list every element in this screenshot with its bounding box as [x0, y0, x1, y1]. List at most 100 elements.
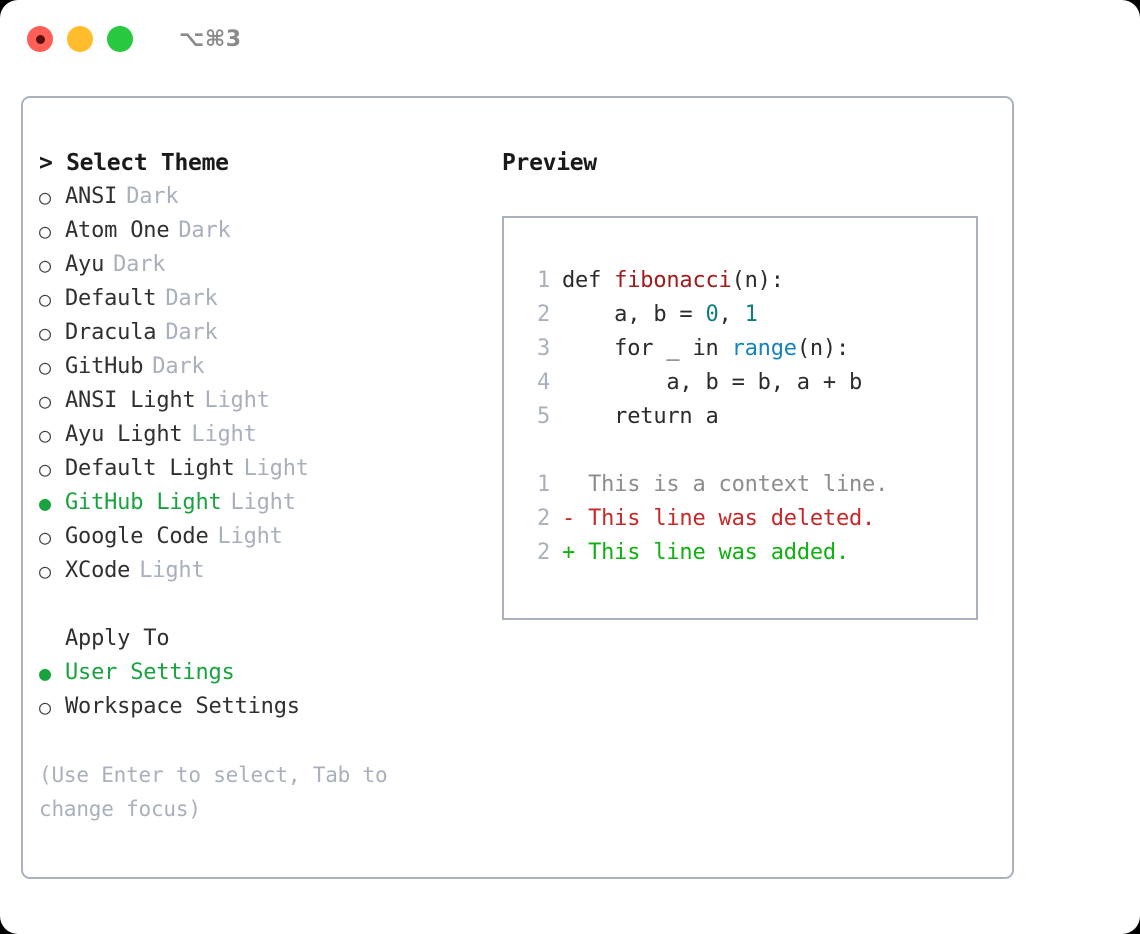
radio-selected-icon: ● — [39, 491, 51, 515]
diff-marker — [562, 472, 575, 497]
diff-text: This is a context line. — [575, 472, 889, 497]
keyboard-shortcut-label: ⌥⌘3 — [179, 26, 242, 52]
maximize-button[interactable] — [107, 26, 133, 52]
code-line: 2 a, b = 0, 1 — [522, 298, 970, 332]
line-number: 5 — [536, 404, 550, 429]
radio-unselected-icon: ○ — [39, 525, 51, 549]
code-line: 5 return a — [522, 400, 970, 434]
code-token: fibonacci — [614, 268, 732, 293]
preview-title: Preview — [502, 150, 597, 176]
theme-option[interactable]: ○ Default Light Light — [39, 452, 479, 486]
apply-to-option[interactable]: ○ Workspace Settings — [39, 690, 479, 724]
theme-option[interactable]: ● GitHub Light Light — [39, 486, 479, 520]
theme-option-label: ANSI Light — [65, 388, 196, 413]
theme-option[interactable]: ○ GitHub Dark — [39, 350, 479, 384]
apply-to-option[interactable]: ●User Settings — [39, 656, 479, 690]
theme-option-label: Dracula — [65, 320, 157, 345]
theme-option-label: Atom One — [65, 218, 170, 243]
radio-unselected-icon: ○ — [39, 287, 51, 311]
window-controls — [27, 26, 133, 52]
radio-unselected-icon: ○ — [39, 321, 51, 345]
theme-option-tag: Dark — [165, 286, 218, 311]
code-token: 1 — [744, 302, 758, 327]
radio-unselected-icon: ○ — [39, 423, 51, 447]
code-token: a, b = b, a + b — [562, 370, 863, 395]
theme-option[interactable]: ○ Ayu Light Light — [39, 418, 479, 452]
theme-option-tag: Light — [243, 456, 309, 481]
theme-option-tag: Dark — [165, 320, 218, 345]
line-number: 4 — [536, 370, 550, 395]
radio-unselected-icon: ○ — [39, 355, 51, 379]
code-gap — [522, 434, 970, 468]
theme-option-label: GitHub Light — [65, 490, 222, 515]
title-bar: ⌥⌘3 — [0, 0, 1140, 78]
theme-option-tag: Light — [230, 490, 296, 515]
line-number: 2 — [536, 506, 550, 531]
theme-option-label: XCode — [65, 558, 131, 583]
theme-option-tag: Light — [204, 388, 270, 413]
radio-unselected-icon: ○ — [39, 185, 51, 209]
theme-option[interactable]: ○ XCode Light — [39, 554, 479, 588]
theme-option-label: Ayu — [65, 252, 105, 277]
diff-text: This line was deleted. — [575, 506, 876, 531]
line-number: 2 — [536, 540, 550, 565]
theme-option-label: Default Light — [65, 456, 235, 481]
theme-option-label: GitHub — [65, 354, 144, 379]
code-token: 0 — [705, 302, 719, 327]
theme-option-tag: Dark — [126, 184, 179, 209]
theme-option-tag: Light — [139, 558, 205, 583]
radio-unselected-icon: ○ — [39, 457, 51, 481]
radio-unselected-icon: ○ — [39, 559, 51, 583]
apply-to-option-label: Workspace Settings — [65, 694, 300, 719]
diff-line: 2- This line was deleted. — [522, 502, 970, 536]
apply-to-list: ●User Settings ○ Workspace Settings — [39, 656, 479, 724]
select-theme-header: > Select Theme — [39, 150, 229, 176]
line-number: 3 — [536, 336, 550, 361]
apply-to-option-label: User Settings — [65, 660, 235, 685]
code-token: return a — [562, 404, 719, 429]
code-token: (n): — [796, 336, 850, 361]
code-token: , — [718, 302, 745, 327]
theme-option-label: Default — [65, 286, 157, 311]
recording-dot-icon — [35, 34, 45, 44]
line-number: 1 — [536, 268, 550, 293]
diff-marker: + — [562, 540, 576, 565]
minimize-button[interactable] — [67, 26, 93, 52]
theme-option[interactable]: ○ Dracula Dark — [39, 316, 479, 350]
diff-marker: - — [562, 506, 576, 531]
code-line: 3 for _ in range(n): — [522, 332, 970, 366]
code-token: range — [731, 336, 797, 361]
theme-option[interactable]: ○ Default Dark — [39, 282, 479, 316]
diff-text: This line was added. — [575, 540, 849, 565]
theme-option[interactable]: ○ Google Code Light — [39, 520, 479, 554]
theme-option-label: ANSI — [65, 184, 118, 209]
theme-option-label: Ayu Light — [65, 422, 183, 447]
list-spacer — [39, 588, 479, 622]
code-line: 4 a, b = b, a + b — [522, 366, 970, 400]
code-token: a, b = — [562, 302, 706, 327]
keyboard-hint: (Use Enter to select, Tab to change focu… — [39, 763, 388, 821]
radio-unselected-icon: ○ — [39, 695, 51, 719]
code-token: for _ in — [562, 336, 732, 361]
theme-option[interactable]: ○ ANSI Dark — [39, 180, 479, 214]
radio-unselected-icon: ○ — [39, 389, 51, 413]
theme-option[interactable]: ○ ANSI Light Light — [39, 384, 479, 418]
diff-line: 2 + This line was added. — [522, 536, 970, 570]
theme-option-tag: Dark — [152, 354, 205, 379]
theme-option-tag: Light — [191, 422, 257, 447]
close-button[interactable] — [27, 26, 53, 52]
line-number: 2 — [536, 302, 550, 327]
line-number: 1 — [536, 472, 550, 497]
theme-option-label: Google Code — [65, 524, 209, 549]
theme-option-tag: Light — [217, 524, 283, 549]
